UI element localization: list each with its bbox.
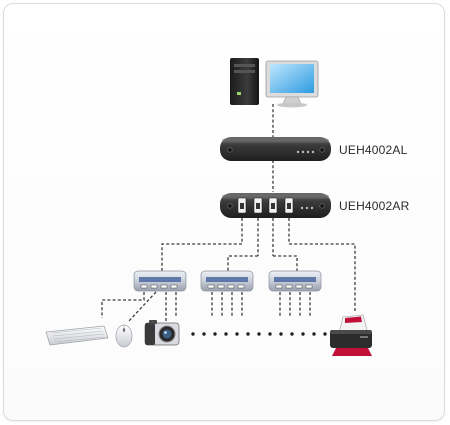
cable-to-printer: [289, 243, 356, 312]
usb-hub-icon: [133, 270, 187, 292]
usb-extender-local-icon: [220, 137, 331, 161]
local-unit-label: UEH4002AL: [339, 143, 408, 157]
usb-hub-icon: [200, 270, 254, 292]
cables: [101, 104, 356, 323]
cable-to-mouse: [127, 291, 157, 323]
more-devices-dots: [191, 332, 327, 336]
printer-icon: [330, 314, 372, 356]
cable-to-keyboard: [101, 292, 145, 318]
mouse-icon: [115, 324, 133, 348]
cable-to-hub-2: [227, 255, 258, 272]
cable-to-hub-3: [273, 255, 298, 272]
usb-extender-remote-icon: [220, 193, 331, 218]
computer-icon: [230, 58, 319, 108]
remote-unit-label: UEH4002AR: [339, 199, 410, 213]
camera-icon: [144, 320, 180, 346]
usb-hub-icon: [268, 270, 322, 292]
keyboard-icon: [45, 325, 109, 346]
cable-to-hub-1: [161, 243, 242, 272]
